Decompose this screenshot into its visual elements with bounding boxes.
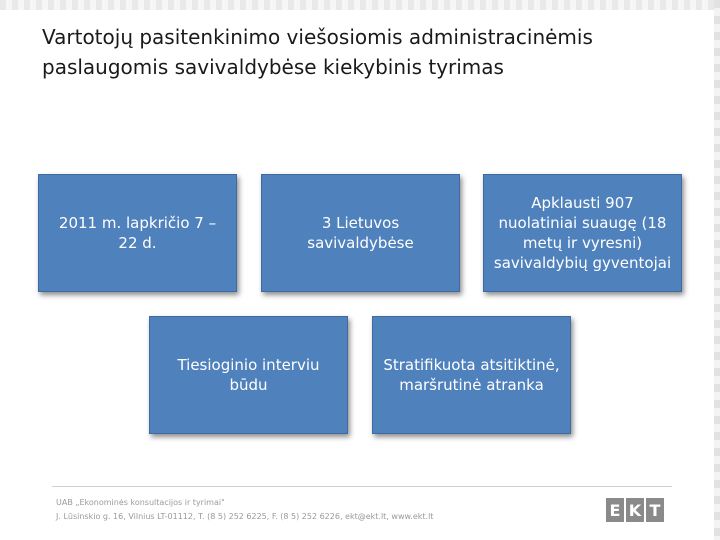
logo-letter: E: [606, 498, 624, 522]
slide-title: Vartotojų pasitenkinimo viešosiomis admi…: [42, 25, 593, 79]
info-box-method: Tiesioginio interviu būdu: [149, 316, 348, 434]
info-box-label: Apklausti 907 nuolatiniai suaugę (18 met…: [493, 194, 672, 272]
info-box-sampling: Stratifikuota atsitiktinė, maršrutinė at…: [372, 316, 571, 434]
info-box-municipalities: 3 Lietuvos savivaldybėse: [261, 174, 460, 292]
footer-company-name: UAB „Ekonominės konsultacijos ir tyrimai…: [56, 498, 225, 507]
slide-right-border: [714, 0, 720, 540]
footer-divider: [52, 486, 672, 487]
logo-letter: K: [626, 498, 644, 522]
ekt-logo: E K T: [606, 498, 664, 522]
info-box-label: 2011 m. lapkričio 7 – 22 d.: [58, 214, 217, 252]
info-box-period: 2011 m. lapkričio 7 – 22 d.: [38, 174, 237, 292]
info-box-label: Stratifikuota atsitiktinė, maršrutinė at…: [383, 356, 560, 394]
info-box-label: Tiesioginio interviu būdu: [177, 356, 320, 394]
logo-letter: T: [646, 498, 664, 522]
footer-address: J. Lūsinskio g. 16, Vilnius LT-01112, T.…: [56, 512, 434, 521]
slide-top-border: [0, 0, 720, 10]
info-box-label: 3 Lietuvos savivaldybėse: [307, 214, 414, 252]
info-box-respondents: Apklausti 907 nuolatiniai suaugę (18 met…: [483, 174, 682, 292]
